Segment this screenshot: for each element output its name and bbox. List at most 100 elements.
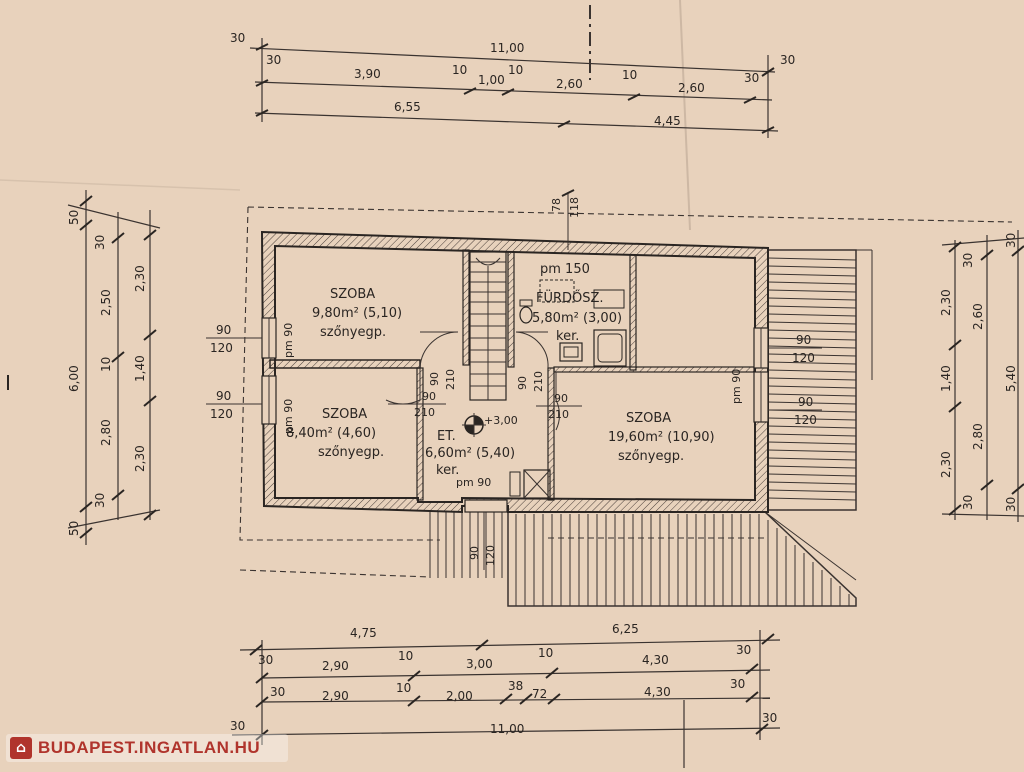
paper-fold bbox=[679, 0, 691, 231]
svg-text:5,80m² (3,00): 5,80m² (3,00) bbox=[532, 311, 622, 326]
svg-text:120: 120 bbox=[210, 407, 233, 421]
svg-text:ker.: ker. bbox=[556, 329, 579, 344]
top-dim-label: 1,00 bbox=[478, 73, 505, 87]
svg-text:ET.: ET. bbox=[437, 429, 456, 444]
right-dim-label: 2,60 bbox=[971, 303, 985, 330]
top-dimensions: 30 11,00 30 30 3,90 10 1,00 10 2,60 10 2… bbox=[230, 31, 795, 138]
bottom-dim-label: 3,00 bbox=[466, 657, 493, 671]
right-dim-label: 30 bbox=[961, 253, 975, 268]
svg-text:90: 90 bbox=[798, 395, 813, 409]
svg-text:SZOBA: SZOBA bbox=[322, 407, 367, 422]
room-et: ET. 6,60m² (5,40) ker. bbox=[425, 429, 515, 478]
svg-text:90: 90 bbox=[428, 372, 441, 386]
closet bbox=[509, 469, 551, 499]
left-dim-label: 10 bbox=[99, 357, 113, 372]
svg-text:120: 120 bbox=[792, 351, 815, 365]
top-dim-label: 30 bbox=[780, 53, 795, 67]
right-dim-label: 30 bbox=[1004, 233, 1018, 248]
level-marker: +3,00 bbox=[462, 413, 518, 437]
house-logo-icon: ⌂ bbox=[10, 737, 32, 759]
room-szoba-2: SZOBA 8,40m² (4,60) szőnyegp. bbox=[286, 407, 384, 460]
svg-text:SZOBA: SZOBA bbox=[330, 287, 375, 302]
svg-text:210: 210 bbox=[444, 369, 457, 390]
top-dim-label: 2,60 bbox=[556, 77, 583, 91]
stair-landing-bottom bbox=[429, 512, 503, 578]
bottom-dim-label: 30 bbox=[762, 711, 777, 725]
bottom-dim-label: 6,25 bbox=[612, 622, 639, 636]
opening-labels: pm 150 pm 90 pm 90 pm 90 pm 90 90 120 90… bbox=[206, 197, 822, 570]
svg-text:pm 90: pm 90 bbox=[730, 369, 743, 404]
left-dim-label: 6,00 bbox=[67, 365, 81, 392]
svg-text:90: 90 bbox=[216, 389, 231, 403]
svg-text:120: 120 bbox=[794, 413, 817, 427]
svg-text:szőnyegp.: szőnyegp. bbox=[618, 449, 684, 464]
bottom-dim-label: 30 bbox=[730, 677, 745, 691]
svg-text:90: 90 bbox=[468, 546, 481, 560]
bottom-dim-label: 38 bbox=[508, 679, 523, 693]
right-dim-label: 30 bbox=[1004, 497, 1018, 512]
left-dim-label: 30 bbox=[93, 493, 107, 508]
bottom-dim-label: 10 bbox=[538, 646, 553, 660]
svg-text:90: 90 bbox=[796, 333, 811, 347]
svg-text:120: 120 bbox=[484, 545, 497, 566]
svg-text:90: 90 bbox=[516, 376, 529, 390]
bottom-dim-label: 30 bbox=[270, 685, 285, 699]
svg-text:FÜRDŐSZ.: FÜRDŐSZ. bbox=[536, 289, 604, 306]
bathroom-fixtures bbox=[519, 279, 627, 367]
svg-text:9,80m² (5,10): 9,80m² (5,10) bbox=[312, 306, 402, 321]
svg-text:szőnyegp.: szőnyegp. bbox=[318, 445, 384, 460]
level-label: +3,00 bbox=[484, 414, 518, 427]
svg-text:78: 78 bbox=[550, 198, 563, 212]
svg-text:120: 120 bbox=[210, 341, 233, 355]
bottom-dim-label: 2,90 bbox=[322, 659, 349, 673]
bottom-dim-label: 10 bbox=[396, 681, 411, 695]
right-dimensions: 30 5,40 30 30 2,60 2,80 30 2,30 1,40 2,3… bbox=[939, 230, 1024, 522]
left-dim-label: 2,50 bbox=[99, 289, 113, 316]
left-dim-label: 2,80 bbox=[99, 419, 113, 446]
bottom-dim-label: 2,00 bbox=[446, 689, 473, 703]
bottom-dim-label: 10 bbox=[398, 649, 413, 663]
terrace-bottom bbox=[507, 511, 857, 607]
svg-text:118: 118 bbox=[568, 197, 581, 218]
watermark-text: BUDAPEST.INGATLAN.HU bbox=[38, 738, 261, 757]
left-dim-label: 1,40 bbox=[133, 355, 147, 382]
bottom-dim-label: 72 bbox=[532, 687, 547, 701]
top-dim-label: 6,55 bbox=[394, 100, 421, 114]
svg-text:210: 210 bbox=[414, 406, 435, 419]
svg-text:6,60m² (5,40): 6,60m² (5,40) bbox=[425, 446, 515, 461]
bottom-dim-label: 30 bbox=[230, 719, 245, 733]
roof-outline bbox=[239, 206, 1013, 541]
svg-text:szőnyegp.: szőnyegp. bbox=[320, 325, 386, 340]
right-dim-label: 30 bbox=[961, 495, 975, 510]
roof-outline bbox=[239, 569, 431, 578]
svg-text:210: 210 bbox=[548, 408, 569, 421]
svg-text:SZOBA: SZOBA bbox=[626, 411, 671, 426]
svg-text:90: 90 bbox=[422, 390, 436, 403]
windows bbox=[261, 317, 769, 513]
svg-text:ker.: ker. bbox=[436, 463, 459, 478]
bottom-dim-label: 4,30 bbox=[644, 685, 671, 699]
svg-text:pm 90: pm 90 bbox=[282, 323, 295, 358]
bottom-dim-label: 4,75 bbox=[350, 626, 377, 640]
svg-text:90: 90 bbox=[554, 392, 568, 405]
room-furdoszoba: FÜRDŐSZ. 5,80m² (3,00) ker. bbox=[532, 289, 622, 344]
bottom-dim-label: 4,30 bbox=[642, 653, 669, 667]
top-dim-label: 4,45 bbox=[654, 114, 681, 128]
right-dim-label: 2,30 bbox=[939, 451, 953, 478]
bottom-dim-label: 11,00 bbox=[490, 722, 524, 736]
svg-text:90: 90 bbox=[216, 323, 231, 337]
right-dim-label: 2,30 bbox=[939, 289, 953, 316]
top-dim-label: 10 bbox=[452, 63, 467, 77]
room-szoba-1: SZOBA 9,80m² (5,10) szőnyegp. bbox=[312, 287, 402, 340]
left-dim-label: 2,30 bbox=[133, 445, 147, 472]
left-dim-label: 50 bbox=[67, 521, 81, 536]
top-dim-label: 30 bbox=[266, 53, 281, 67]
left-dim-label: 30 bbox=[93, 235, 107, 250]
svg-text:8,40m² (4,60): 8,40m² (4,60) bbox=[286, 426, 376, 441]
right-dim-label: 5,40 bbox=[1004, 365, 1018, 392]
svg-text:pm 90: pm 90 bbox=[456, 476, 491, 489]
terrace-right bbox=[767, 249, 873, 511]
top-dim-label: 2,60 bbox=[678, 81, 705, 95]
